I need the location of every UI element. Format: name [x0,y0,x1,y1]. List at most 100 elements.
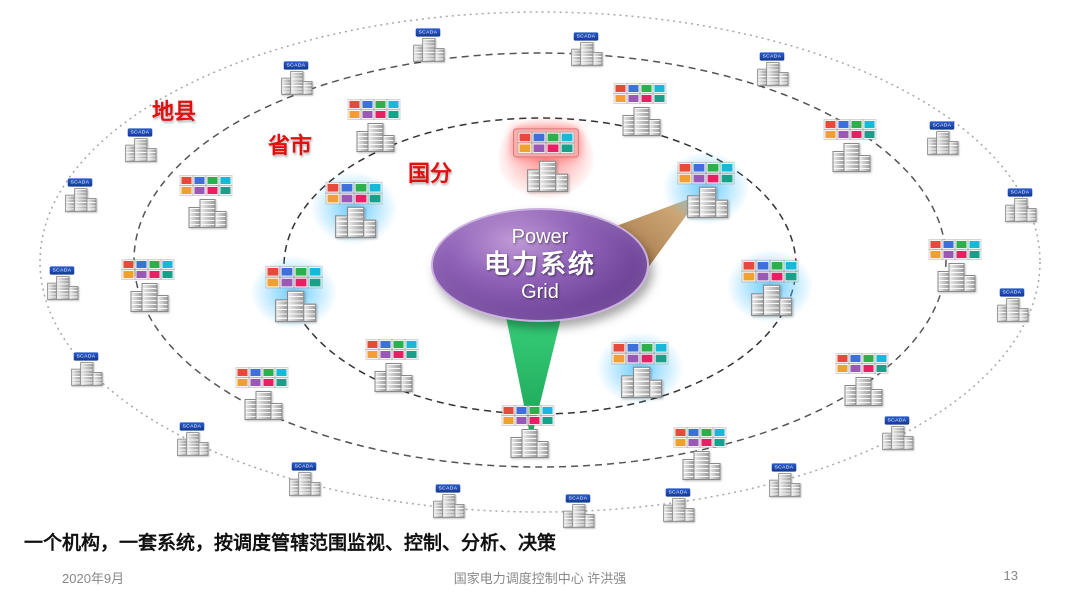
status-chip [366,350,379,359]
building-icon [622,106,660,136]
regional-control-node [311,172,397,245]
status-chip [770,260,784,271]
ring-outer-district [39,11,1041,513]
status-chip [862,354,875,363]
province-control-node [674,428,726,480]
building-icon [882,425,914,450]
district-control-node: SCADA [927,121,959,155]
center-line-power: Power [511,226,569,249]
province-control-node [614,84,666,136]
status-chip [266,277,280,288]
status-chip [700,428,713,437]
status-chip [674,428,687,437]
slide-footer: 2020年9月 国家电力调度控制中心 许洪强 13 [0,568,1080,592]
building-icon [130,282,168,312]
status-chip-panel [742,260,798,282]
status-chip [560,143,574,154]
status-chip [942,240,955,249]
building-icon [686,186,728,218]
status-chip [863,120,876,129]
building-icon [927,130,959,155]
status-chip [236,368,249,377]
regional-control-node [251,256,337,329]
status-chip [942,250,955,259]
status-chip [206,186,219,195]
status-chip [294,266,308,277]
district-control-node: SCADA [882,416,914,450]
status-chip [348,110,361,119]
building-icon [1005,197,1037,222]
status-chip [955,240,968,249]
status-chip-panel [348,100,400,119]
status-chip [379,350,392,359]
national-control-node [497,117,595,199]
district-control-node: SCADA [769,463,801,497]
status-chip-panel [122,260,174,279]
province-control-node [929,240,981,292]
building-icon [769,472,801,497]
status-chip [640,84,653,93]
district-control-node: SCADA [71,352,103,386]
district-control-node: SCADA [125,128,157,162]
building-icon [274,290,316,322]
district-control-node: SCADA [65,178,97,212]
status-chip [614,84,627,93]
scada-tag: SCADA [666,488,690,497]
status-chip [340,182,354,193]
province-control-node [824,120,876,172]
status-chip [206,176,219,185]
footer-page-number: 13 [1003,568,1018,583]
status-chip [374,110,387,119]
status-chip-panel [929,240,981,259]
status-chip [541,416,554,425]
scada-tag: SCADA [128,128,152,137]
province-control-node [366,340,418,392]
status-chip [546,132,560,143]
status-chip [742,260,756,271]
status-chip [368,182,382,193]
scada-tag: SCADA [885,416,909,425]
status-chip [326,193,340,204]
building-icon [374,362,412,392]
status-chip [348,100,361,109]
building-icon [563,503,595,528]
scada-tag: SCADA [180,422,204,431]
status-chip [678,162,692,173]
building-icon [682,450,720,480]
status-chip [756,271,770,282]
status-chip [678,173,692,184]
status-chip-panel [513,128,579,158]
status-chip [713,438,726,447]
district-control-node: SCADA [571,32,603,66]
district-control-node: SCADA [413,28,445,62]
status-chip [518,143,532,154]
status-chip [626,353,640,364]
status-chip-panel [326,182,382,204]
province-control-node [180,176,232,228]
status-chip [161,260,174,269]
scada-tag: SCADA [760,52,784,61]
status-chip [354,182,368,193]
status-chip-panel [266,266,322,288]
status-chip [135,260,148,269]
scada-tag: SCADA [566,494,590,503]
status-chip-panel [674,428,726,447]
status-chip [849,354,862,363]
status-chip [653,84,666,93]
status-chip [275,368,288,377]
status-chip [837,130,850,139]
status-chip [366,340,379,349]
status-chip [742,271,756,282]
province-control-node [236,368,288,420]
status-chip [308,277,322,288]
status-chip [784,260,798,271]
status-chip [687,438,700,447]
province-control-node [502,406,554,458]
status-chip-panel [502,406,554,425]
status-chip [515,406,528,415]
status-chip-panel [824,120,876,139]
building-icon [526,160,568,192]
status-chip [219,176,232,185]
status-chip-panel [180,176,232,195]
status-chip [374,100,387,109]
